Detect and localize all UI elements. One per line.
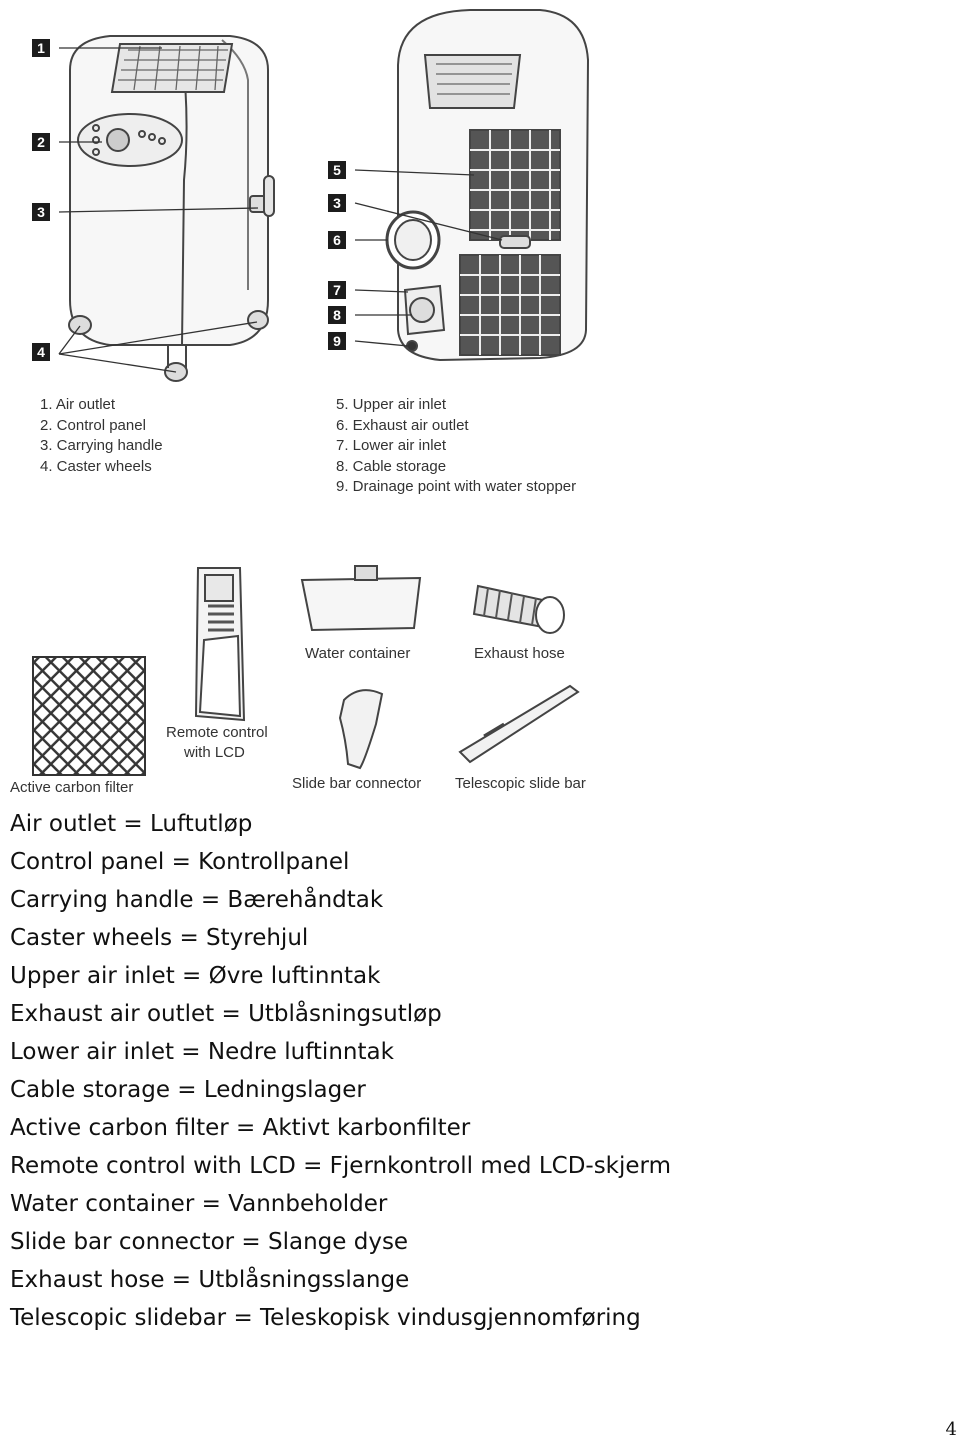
page-number: 4 xyxy=(946,1419,957,1440)
label-exhaust-hose: Exhaust hose xyxy=(474,645,565,662)
label-slide-bar-connector: Slide bar connector xyxy=(292,775,421,792)
term-line: Cable storage = Ledningslager xyxy=(10,1071,950,1109)
term-line: Carrying handle = Bærehåndtak xyxy=(10,881,950,919)
slide-bar-connector-shape xyxy=(340,690,382,768)
term-line: Caster wheels = Styrehjul xyxy=(10,919,950,957)
term-line: Upper air inlet = Øvre luftinntak xyxy=(10,957,950,995)
label-active-carbon-filter: Active carbon filter xyxy=(10,779,133,796)
term-line: Lower air inlet = Nedre luftinntak xyxy=(10,1033,950,1071)
label-remote-control-line1: Remote control xyxy=(166,724,268,741)
term-line: Slide bar connector = Slange dyse xyxy=(10,1223,950,1261)
remote-control-shape xyxy=(196,568,244,720)
product-illustration: 1 2 3 4 5 3 6 7 8 9 1. Air outlet 2. Con… xyxy=(0,0,600,800)
accessory-drawings xyxy=(0,0,600,800)
label-water-container: Water container xyxy=(305,645,410,662)
term-line: Control panel = Kontrollpanel xyxy=(10,843,950,881)
exhaust-hose-shape xyxy=(474,586,564,633)
term-line: Telescopic slidebar = Teleskopisk vindus… xyxy=(10,1299,950,1337)
translation-list: Air outlet = Luftutløp Control panel = K… xyxy=(10,805,950,1337)
term-line: Active carbon filter = Aktivt karbonfilt… xyxy=(10,1109,950,1147)
telescopic-slide-bar-shape xyxy=(460,686,578,762)
term-line: Air outlet = Luftutløp xyxy=(10,805,950,843)
term-line: Water container = Vannbeholder xyxy=(10,1185,950,1223)
term-line: Remote control with LCD = Fjernkontroll … xyxy=(10,1147,950,1185)
term-line: Exhaust air outlet = Utblåsningsutløp xyxy=(10,995,950,1033)
label-telescopic-slide-bar: Telescopic slide bar xyxy=(455,775,586,792)
term-line: Exhaust hose = Utblåsningsslange xyxy=(10,1261,950,1299)
water-container-shape xyxy=(302,566,420,630)
carbon-filter-shape xyxy=(33,657,145,775)
label-remote-control-line2: with LCD xyxy=(184,744,245,761)
